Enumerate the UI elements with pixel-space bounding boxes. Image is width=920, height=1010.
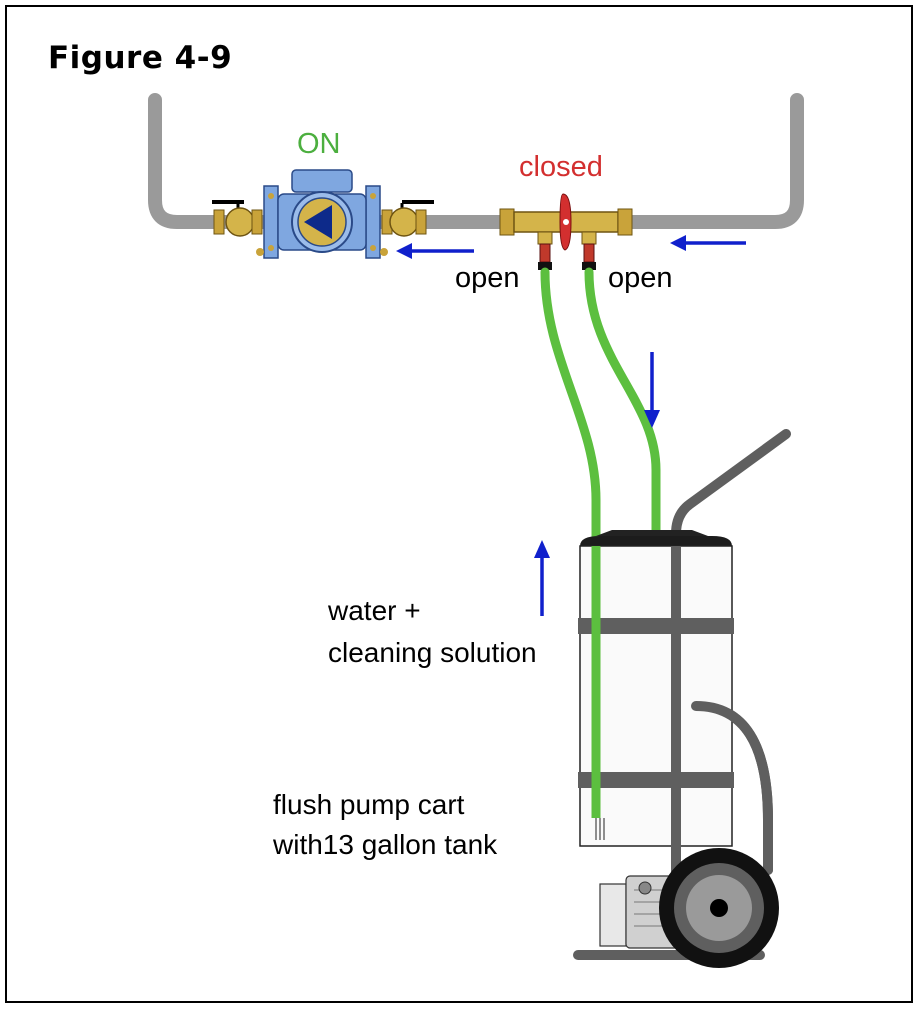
flow-arrow-icon-left bbox=[396, 243, 474, 259]
cart-label: flush pump cart with13 gallon tank bbox=[273, 785, 497, 865]
pump-status-label: ON bbox=[297, 128, 341, 160]
cart-handle-curve bbox=[691, 701, 773, 875]
circulator-pump-icon bbox=[256, 169, 388, 259]
figure-title: Figure 4-9 bbox=[48, 40, 233, 76]
supply-hose bbox=[584, 267, 661, 541]
left-port-state-label: open bbox=[455, 262, 520, 294]
flow-arrow-icon-up bbox=[534, 540, 550, 616]
flow-arrow-icon-right bbox=[670, 235, 746, 251]
figure-frame bbox=[5, 5, 913, 1003]
solution-label-line1: water + bbox=[328, 595, 421, 626]
closed-valve-handle-icon bbox=[559, 193, 572, 251]
return-hose bbox=[540, 267, 601, 825]
solution-label: water + cleaning solution bbox=[328, 590, 537, 674]
tank-icon bbox=[578, 530, 734, 847]
flow-arrow-icon-down bbox=[644, 352, 660, 428]
left-ball-valve-icon bbox=[212, 200, 263, 237]
center-valve-state-label: closed bbox=[519, 151, 603, 183]
cart-label-line1: flush pump cart bbox=[273, 789, 465, 820]
right-port-state-label: open bbox=[608, 262, 673, 294]
wheel-icon bbox=[659, 848, 779, 968]
right-ball-valve-icon bbox=[381, 200, 434, 237]
solution-label-line2: cleaning solution bbox=[328, 637, 537, 668]
main-pipe bbox=[148, 93, 804, 229]
cart-label-line2: with13 gallon tank bbox=[273, 829, 498, 860]
